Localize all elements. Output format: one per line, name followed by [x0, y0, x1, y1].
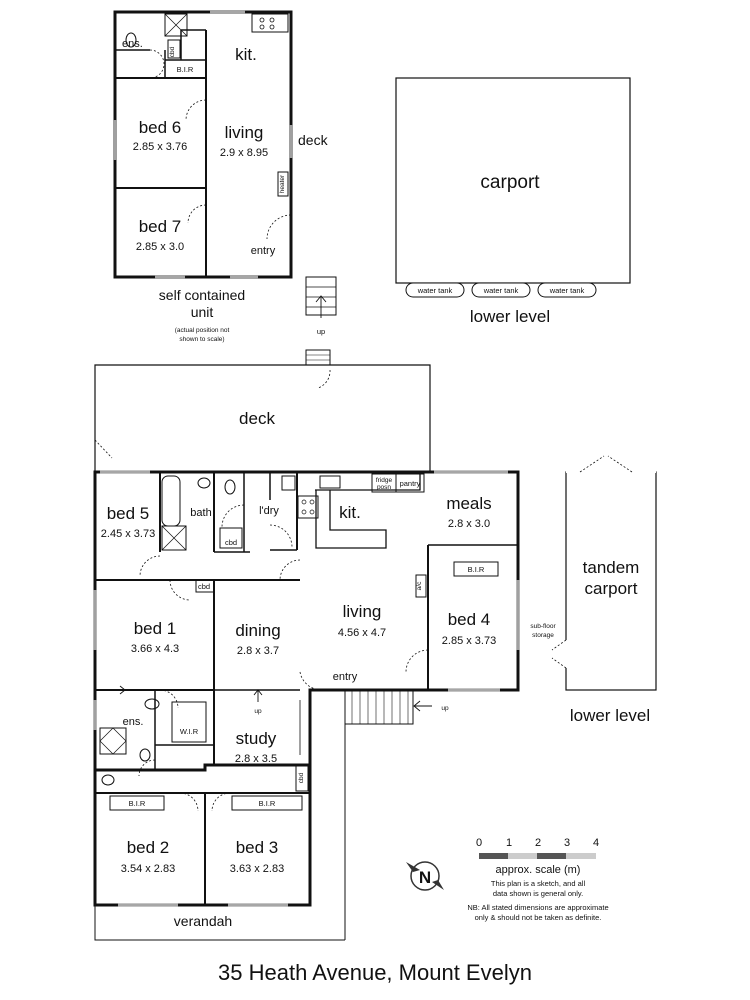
- compass-letter: N: [419, 868, 431, 887]
- pantry-label: pantry: [400, 479, 421, 488]
- bed3-name: bed 3: [236, 838, 279, 857]
- dining-up-label: up: [254, 708, 262, 715]
- tandem-line2: carport: [585, 579, 638, 598]
- meals-name: meals: [446, 494, 491, 513]
- scale-nb-1: NB: All stated dimensions are approximat…: [467, 903, 608, 912]
- unit-entry-label: entry: [251, 245, 276, 257]
- north-arrow-icon: N: [406, 861, 444, 891]
- bed6-dims: 2.85 x 3.76: [133, 141, 187, 153]
- bed2-name: bed 2: [127, 838, 170, 857]
- storage-label: storage: [532, 632, 554, 639]
- carport-level-label: lower level: [470, 307, 550, 326]
- unit-caption-line1: self contained: [159, 287, 245, 303]
- bed6-name: bed 6: [139, 118, 182, 137]
- tandem-carport: tandem carport sub-floor storage lower l…: [530, 455, 657, 725]
- wir-label: W.I.R: [180, 727, 199, 736]
- scale-tick-1: 1: [506, 837, 512, 849]
- meals-dims: 2.8 x 3.0: [448, 518, 490, 530]
- scale-bar: 0 1 2 3 4 approx. scale (m) This plan is…: [467, 837, 608, 922]
- unit-note-line2: shown to scale): [179, 336, 224, 343]
- water-tank-3: water tank: [537, 282, 597, 298]
- ensuite-label: ens.: [123, 716, 144, 728]
- scale-nb-2: only & should not be taken as definite.: [475, 913, 602, 922]
- tandem-level-label: lower level: [570, 706, 650, 725]
- ac-label: a/c: [416, 581, 423, 590]
- main-house: [93, 470, 520, 941]
- main-labels: bed 5 2.45 x 3.73 bath cbd l'dry kit. fr…: [101, 477, 496, 929]
- carport: carport water tank water tank water tank…: [395, 77, 631, 326]
- bath-label: bath: [190, 507, 211, 519]
- bed4-name: bed 4: [448, 610, 491, 629]
- deck-label: deck: [239, 409, 275, 428]
- unit-cbd-label: cbd: [169, 46, 176, 57]
- unit-bir-label: B.I.R: [177, 65, 194, 74]
- laundry-label: l'dry: [259, 505, 279, 517]
- unit-deck-label: deck: [298, 132, 329, 148]
- bed2-dims: 3.54 x 2.83: [121, 863, 175, 875]
- scale-tick-3: 3: [564, 837, 570, 849]
- scale-label: approx. scale (m): [496, 864, 581, 876]
- scale-note-1: This plan is a sketch, and all: [491, 879, 586, 888]
- bed3-bir-label: B.I.R: [259, 799, 276, 808]
- living-dims: 4.56 x 4.7: [338, 627, 386, 639]
- bed2-bir-label: B.I.R: [129, 799, 146, 808]
- bed7-dims: 2.85 x 3.0: [136, 241, 184, 253]
- bed1-name: bed 1: [134, 619, 177, 638]
- carport-label: carport: [480, 172, 540, 193]
- unit-up-label: up: [317, 327, 325, 336]
- dining-dims: 2.8 x 3.7: [237, 645, 279, 657]
- bed5-name: bed 5: [107, 504, 150, 523]
- unit-caption-line2: unit: [191, 304, 214, 320]
- bed1-dims: 3.66 x 4.3: [131, 643, 179, 655]
- study-dims: 2.8 x 3.5: [235, 753, 277, 765]
- water-tank-1: water tank: [405, 282, 465, 298]
- scale-note-2: data shown is general only.: [493, 889, 583, 898]
- living-name: living: [343, 602, 382, 621]
- bath-cbd-label: cbd: [225, 538, 237, 547]
- unit-living-name: living: [225, 123, 264, 142]
- water-tank-2: water tank: [471, 282, 531, 298]
- bed4-dims: 2.85 x 3.73: [442, 635, 496, 647]
- bed4-bir-label: B.I.R: [468, 565, 485, 574]
- study-name: study: [236, 729, 277, 748]
- scale-tick-0: 0: [476, 837, 482, 849]
- bed5-dims: 2.45 x 3.73: [101, 528, 155, 540]
- scale-tick-4: 4: [593, 837, 599, 849]
- study-cbd-label: cbd: [298, 772, 305, 783]
- bed7-name: bed 7: [139, 217, 182, 236]
- dining-name: dining: [235, 621, 280, 640]
- tandem-line1: tandem: [583, 558, 640, 577]
- kitchen-label: kit.: [339, 503, 361, 522]
- unit-note-line1: (actual position not: [175, 327, 230, 334]
- water-tank-label: water tank: [549, 286, 585, 295]
- unit-heater-label: heater: [279, 174, 286, 193]
- fridge-label-2: posn: [377, 484, 391, 491]
- fridge-label-1: fridge: [376, 477, 393, 484]
- subfloor-label: sub-floor: [530, 623, 556, 630]
- scale-tick-2: 2: [535, 837, 541, 849]
- water-tank-label: water tank: [417, 286, 453, 295]
- main-deck: [94, 349, 431, 472]
- bed3-dims: 3.63 x 2.83: [230, 863, 284, 875]
- unit-living-dims: 2.9 x 8.95: [220, 147, 268, 159]
- entry-up-label: up: [441, 705, 449, 712]
- unit-ens-label: ens.: [122, 38, 143, 50]
- page-title: 35 Heath Avenue, Mount Evelyn: [218, 960, 532, 985]
- verandah-label: verandah: [174, 913, 232, 929]
- unit-plan: [113, 10, 337, 318]
- unit-kit-label: kit.: [235, 45, 257, 64]
- hall-cbd-label: cbd: [198, 582, 210, 591]
- water-tank-label: water tank: [483, 286, 519, 295]
- unit-labels: ens. B.I.R cbd kit. bed 6 2.85 x 3.76 li…: [122, 38, 329, 343]
- entry-label: entry: [333, 671, 358, 683]
